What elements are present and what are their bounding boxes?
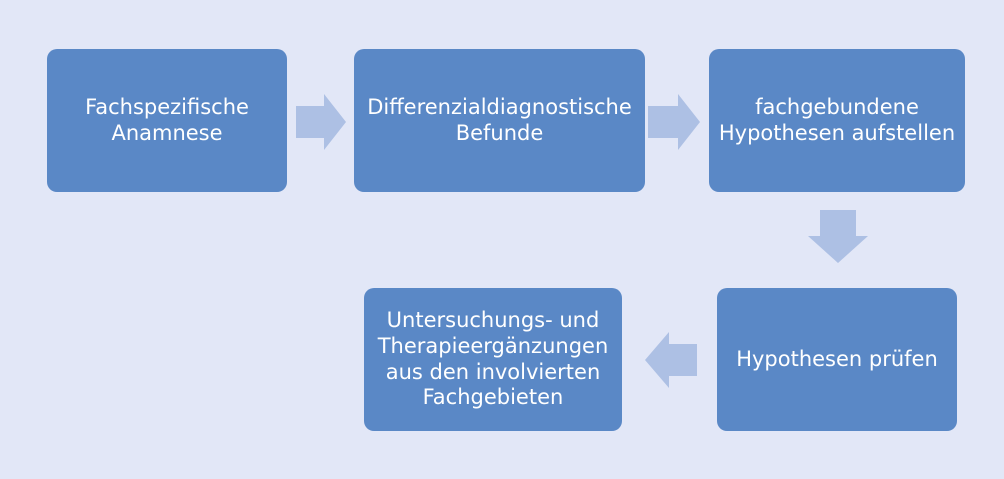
- arrow-right-icon: [296, 94, 346, 150]
- step-box-differenzialdiagnostische-befunde: Differenzialdiagnostische Befunde: [354, 49, 645, 192]
- step-label: Hypothesen prüfen: [736, 346, 938, 371]
- step-box-hypothesen-aufstellen: fachgebundene Hypothesen aufstellen: [709, 49, 965, 192]
- arrow-shape: [808, 210, 868, 263]
- step-box-untersuchungs-und-therapieergaenzungen: Untersuchungs- und Therapieergänzungen a…: [364, 288, 622, 431]
- arrow-shape: [648, 94, 700, 150]
- arrow-down-icon: [808, 210, 868, 263]
- step-box-hypothesen-pruefen: Hypothesen prüfen: [717, 288, 957, 431]
- arrow-left-icon: [645, 332, 697, 388]
- step-label: Differenzialdiagnostische Befunde: [367, 94, 632, 145]
- step-label: fachgebundene Hypothesen aufstellen: [718, 94, 956, 145]
- arrow-shape: [296, 94, 346, 150]
- arrow-shape: [645, 332, 697, 388]
- step-label: Untersuchungs- und Therapieergänzungen a…: [377, 308, 609, 410]
- step-label: Fachspezifische Anamnese: [85, 94, 249, 145]
- step-box-fachspezifische-anamnese: Fachspezifische Anamnese: [47, 49, 287, 192]
- arrow-right-icon: [648, 94, 700, 150]
